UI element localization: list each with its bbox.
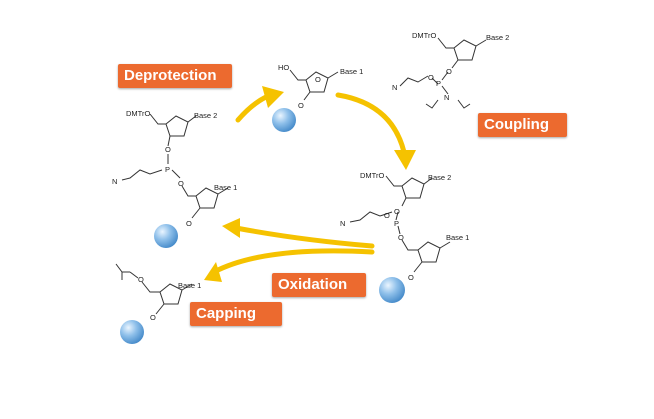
label-dmtro: DMTrO: [126, 109, 150, 118]
sugar-ring-upper: [165, 115, 189, 137]
arrow-capping: [211, 248, 375, 275]
support-bead-bottom: [120, 320, 144, 344]
label-base1: Base 1: [446, 233, 469, 242]
label-o3: O: [186, 219, 192, 228]
step-label-capping: Capping: [190, 302, 282, 326]
support-bead-right: [379, 277, 405, 303]
label-o-side: O: [384, 211, 390, 220]
support-bead-left: [154, 224, 178, 248]
label-oh: HO: [278, 63, 289, 72]
arrow-deprotection: [235, 94, 269, 123]
label-o-lower: O: [398, 233, 404, 242]
sugar-ring-upper: [401, 177, 425, 199]
cycle-arrows: [211, 92, 407, 275]
step-label-coupling: Coupling: [478, 113, 567, 137]
arrowhead-oxidation: [222, 218, 240, 238]
sugar-ring: [159, 283, 183, 305]
molecule-capped: Base 1 O O: [115, 263, 201, 322]
arrowhead-coupling: [394, 150, 416, 170]
label-o2: O: [428, 73, 434, 82]
sugar-ring-lower: [417, 241, 441, 263]
molecule-coupled: DMTrO Base 2 O P O O Base 1 O N: [340, 171, 469, 282]
label-n-amine: N: [444, 93, 449, 102]
label-base1: Base 1: [340, 67, 363, 76]
arrow-coupling: [335, 92, 407, 155]
sugar-ring: [305, 71, 329, 93]
arrow-heads: [204, 86, 416, 282]
label-base1: Base 1: [178, 281, 201, 290]
label-nitrile: N: [112, 177, 117, 186]
label-o3: O: [298, 101, 304, 110]
step-label-oxidation: Oxidation: [272, 273, 366, 297]
label-dmtro: DMTrO: [412, 31, 436, 40]
label-o-ester: O: [138, 275, 144, 284]
label-base2: Base 2: [486, 33, 509, 42]
arrowhead-deprotection: [262, 86, 284, 108]
label-nitrile: N: [340, 219, 345, 228]
sugar-ring-lower: [195, 187, 219, 209]
arrowhead-capping: [204, 262, 222, 282]
label-o3: O: [408, 273, 414, 282]
arrow-oxidation: [233, 225, 375, 249]
molecule-oxidized: DMTrO Base 2 O P O Base 1 O N: [112, 109, 237, 228]
label-base2: Base 2: [428, 173, 451, 182]
molecule-deprotected: HO Base 1 O O: [278, 63, 363, 110]
label-ring-o: O: [315, 75, 321, 84]
label-o: O: [446, 67, 452, 76]
step-label-deprotection: Deprotection: [118, 64, 232, 88]
label-dmtro: DMTrO: [360, 171, 384, 180]
label-nitrile: N: [392, 83, 397, 92]
molecule-amidite: DMTrO Base 2 O P O N N: [392, 31, 509, 109]
label-p: P: [394, 219, 399, 228]
label-p: P: [165, 165, 170, 174]
label-o-bridge: O: [394, 207, 400, 216]
support-bead-top: [272, 108, 296, 132]
label-base2: Base 2: [194, 111, 217, 120]
label-o-lower: O: [178, 179, 184, 188]
label-o-bridge: O: [165, 145, 171, 154]
sugar-ring: [453, 39, 477, 61]
label-o3: O: [150, 313, 156, 322]
label-p: P: [436, 79, 441, 88]
label-base1: Base 1: [214, 183, 237, 192]
